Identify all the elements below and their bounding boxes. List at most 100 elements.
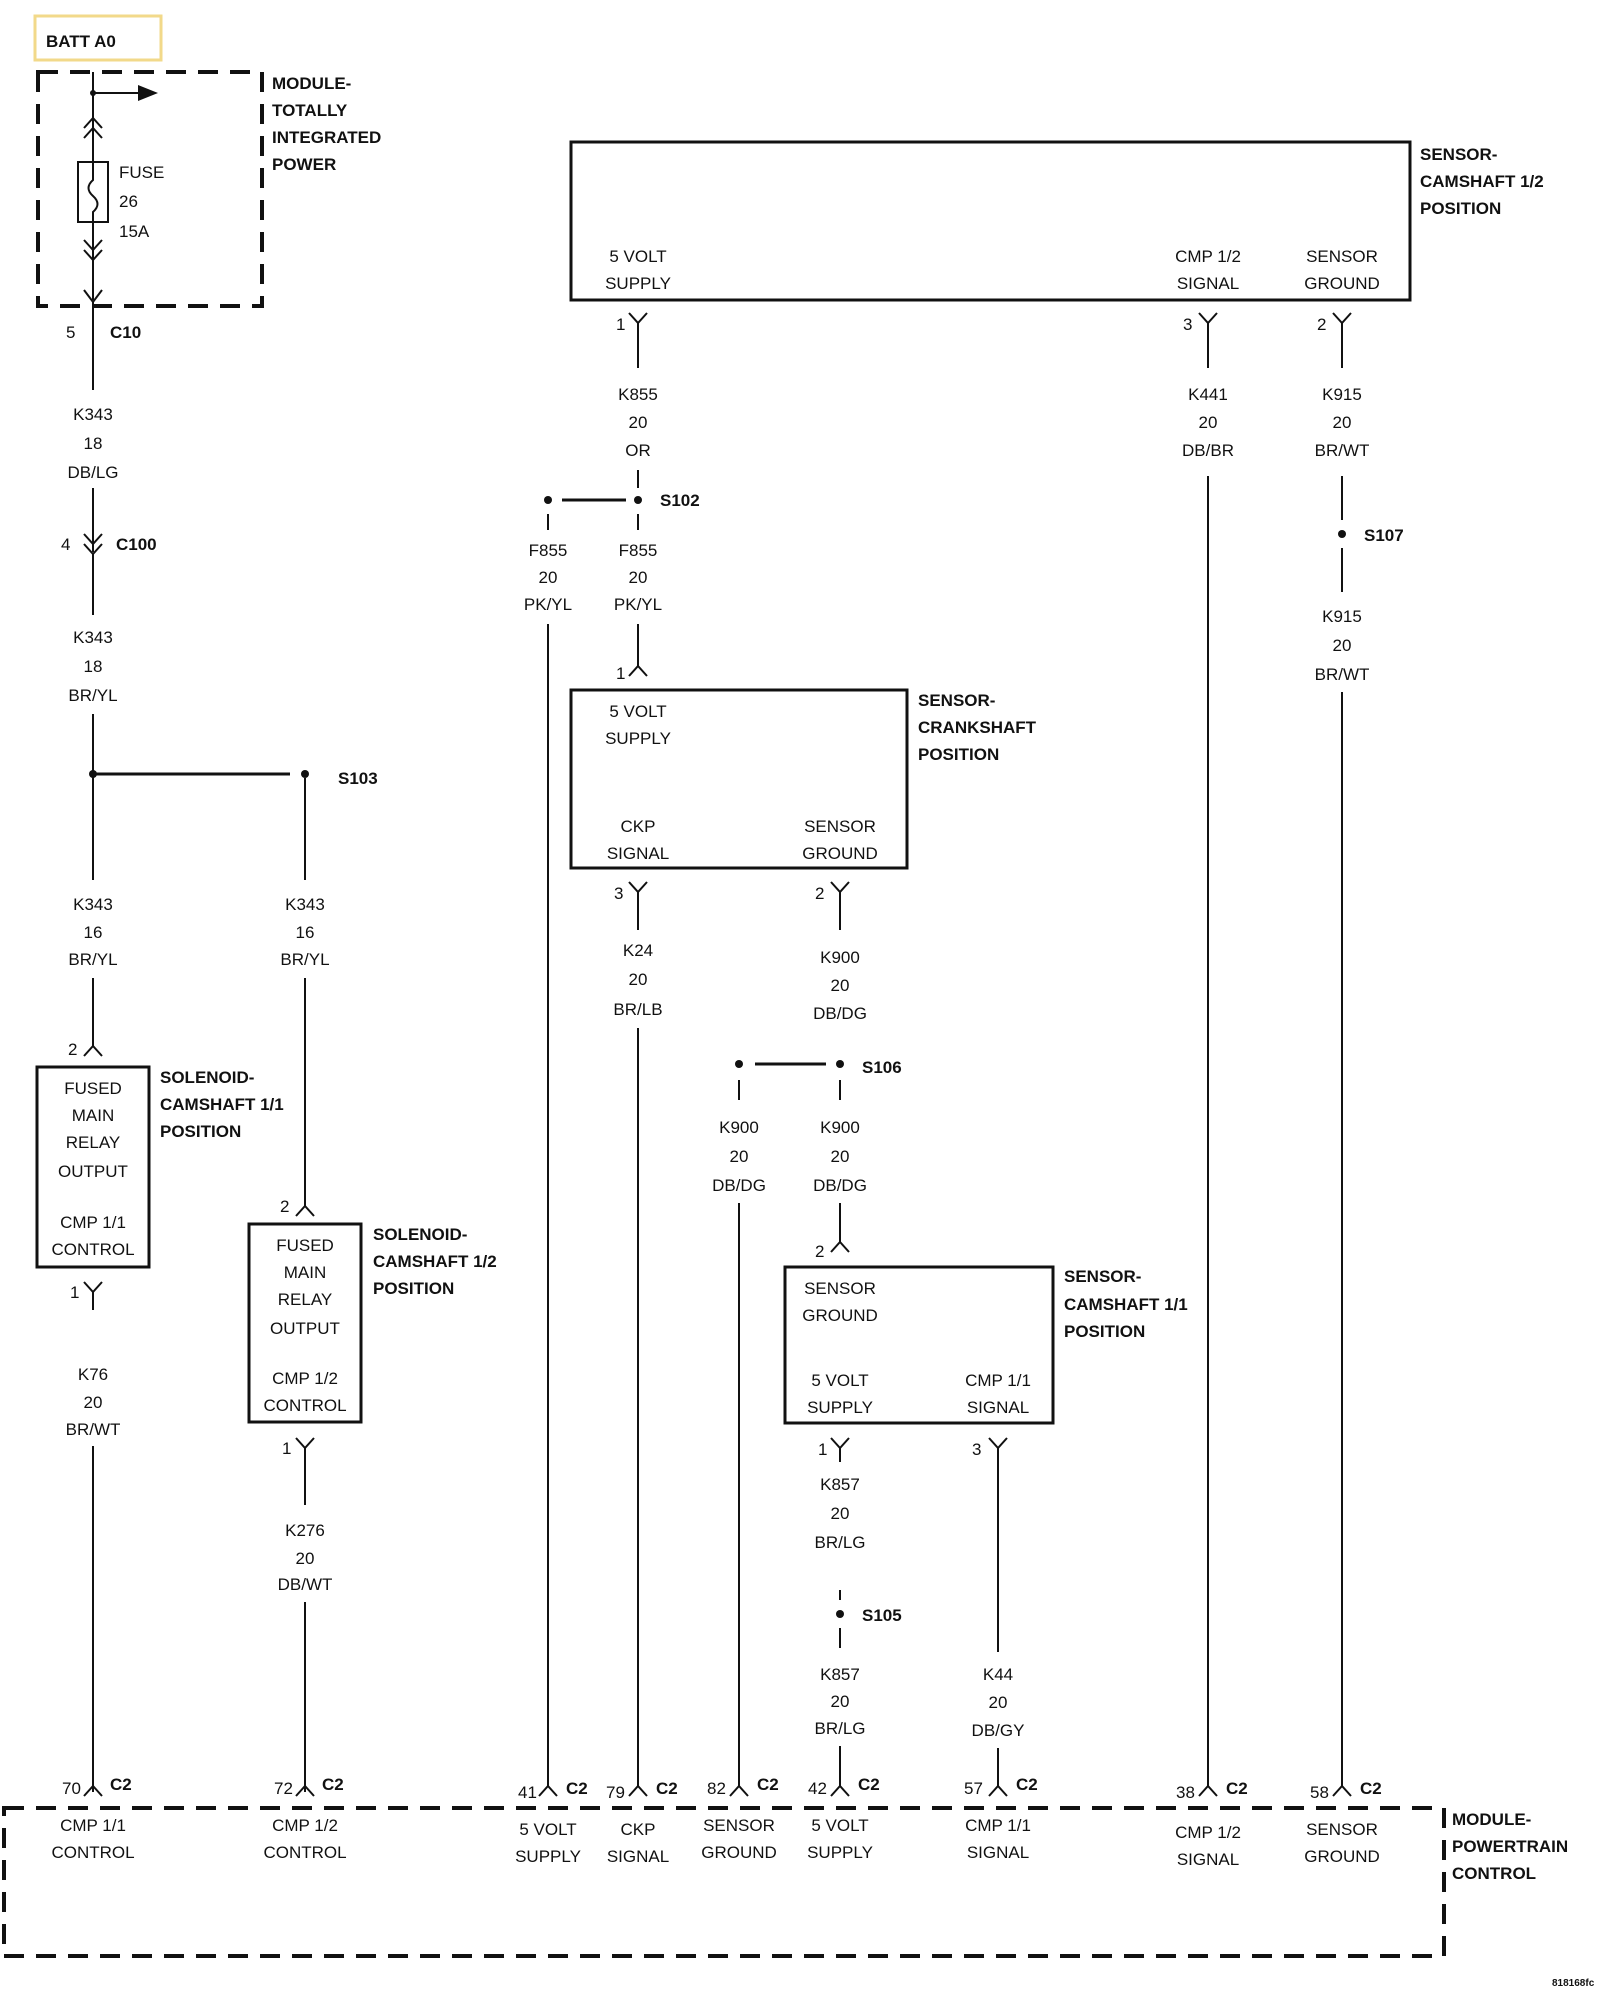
svg-text:1: 1 [616,664,625,683]
svg-text:BR/WT: BR/WT [1315,665,1370,684]
solenoid-camshaft-1-2-title: SOLENOID- CAMSHAFT 1/2 POSITION [373,1225,497,1298]
svg-text:5 VOLT: 5 VOLT [609,247,666,266]
svg-text:SENSOR-: SENSOR- [918,691,995,710]
svg-text:TOTALLY: TOTALLY [272,101,348,120]
svg-text:CONTROL: CONTROL [51,1843,134,1862]
svg-text:BR/LB: BR/LB [613,1000,662,1019]
svg-text:20: 20 [831,1504,850,1523]
svg-text:C10: C10 [110,323,141,342]
fuse-label: FUSE 26 15A [119,163,164,241]
svg-text:CRANKSHAFT: CRANKSHAFT [918,718,1037,737]
svg-text:CMP 1/1: CMP 1/1 [965,1816,1031,1835]
svg-text:C100: C100 [116,535,157,554]
svg-text:POSITION: POSITION [1420,199,1501,218]
svg-text:SIGNAL: SIGNAL [967,1843,1029,1862]
svg-text:S102: S102 [660,491,700,510]
svg-text:2: 2 [815,1242,824,1261]
wire-label-k343-c: K343 16 BR/YL [68,895,117,969]
svg-text:20: 20 [629,970,648,989]
sensor-crankshaft-pins: 5 VOLT SUPPLY CKP SIGNAL SENSOR GROUND [605,702,878,863]
svg-text:CONTROL: CONTROL [263,1396,346,1415]
svg-text:BR/YL: BR/YL [68,950,117,969]
svg-text:CAMSHAFT 1/2: CAMSHAFT 1/2 [1420,172,1544,191]
svg-text:20: 20 [629,413,648,432]
svg-text:3: 3 [972,1440,981,1459]
svg-text:DB/DG: DB/DG [813,1004,867,1023]
svg-text:SENSOR: SENSOR [804,817,876,836]
svg-text:MODULE-: MODULE- [272,74,351,93]
tipm-module-border [36,70,264,308]
wire-label-k857-a: K857 20 BR/LG [814,1475,865,1552]
svg-text:20: 20 [831,1147,850,1166]
svg-text:1: 1 [818,1440,827,1459]
svg-text:CMP 1/2: CMP 1/2 [1175,247,1241,266]
svg-text:PK/YL: PK/YL [524,595,572,614]
svg-text:20: 20 [831,976,850,995]
svg-text:BR/YL: BR/YL [280,950,329,969]
svg-text:K343: K343 [73,405,113,424]
svg-text:C2: C2 [1360,1779,1382,1798]
svg-text:K441: K441 [1188,385,1228,404]
svg-text:18: 18 [84,434,103,453]
svg-text:K343: K343 [285,895,325,914]
wire-label-k44: K44 20 DB/GY [972,1665,1025,1740]
svg-text:SIGNAL: SIGNAL [607,1847,669,1866]
svg-text:26: 26 [119,192,138,211]
svg-text:F855: F855 [619,541,658,560]
wire-label-k855: K855 20 OR [618,385,658,460]
svg-text:OUTPUT: OUTPUT [270,1319,340,1338]
svg-text:BR/YL: BR/YL [68,686,117,705]
svg-text:F855: F855 [529,541,568,560]
svg-text:K915: K915 [1322,385,1362,404]
svg-text:C2: C2 [322,1775,344,1794]
svg-text:S107: S107 [1364,526,1404,545]
figure-id: 818168fc [1552,1978,1595,1989]
svg-text:BR/WT: BR/WT [1315,441,1370,460]
svg-text:16: 16 [84,923,103,942]
wire-label-k900-c: K900 20 DB/DG [813,1118,867,1195]
svg-text:1: 1 [616,315,625,334]
svg-text:DB/WT: DB/WT [278,1575,333,1594]
splice-s102: S102 [544,491,700,510]
svg-text:MODULE-: MODULE- [1452,1810,1531,1829]
svg-text:GROUND: GROUND [701,1843,777,1862]
svg-text:PK/YL: PK/YL [614,595,662,614]
svg-text:POWERTRAIN: POWERTRAIN [1452,1837,1568,1856]
svg-text:RELAY: RELAY [278,1290,333,1309]
svg-text:GROUND: GROUND [1304,1847,1380,1866]
pcm-module-title: MODULE- POWERTRAIN CONTROL [1452,1810,1568,1883]
svg-text:FUSED: FUSED [64,1079,122,1098]
svg-text:POWER: POWER [272,155,336,174]
sensor-camshaft-1-1-pins: SENSOR GROUND 5 VOLT SUPPLY CMP 1/1 SIGN… [802,1279,1031,1417]
svg-text:41: 41 [518,1783,537,1802]
svg-text:SIGNAL: SIGNAL [967,1398,1029,1417]
svg-text:C2: C2 [1226,1779,1248,1798]
svg-text:57: 57 [964,1779,983,1798]
svg-text:5 VOLT: 5 VOLT [811,1816,868,1835]
svg-text:FUSED: FUSED [276,1236,334,1255]
solenoid-camshaft-1-2-box [247,1222,363,1424]
wire-label-k76: K76 20 BR/WT [66,1365,121,1439]
svg-text:K276: K276 [285,1521,325,1540]
splice-s107: S107 [1338,526,1404,545]
sensor-camshaft-1-2-pins: 5 VOLT SUPPLY CMP 1/2 SIGNAL SENSOR GROU… [605,247,1380,293]
svg-text:2: 2 [815,884,824,903]
svg-text:SOLENOID-: SOLENOID- [160,1068,254,1087]
svg-text:SUPPLY: SUPPLY [605,729,671,748]
svg-text:CMP 1/2: CMP 1/2 [272,1369,338,1388]
svg-text:POSITION: POSITION [918,745,999,764]
pcm-pin-labels: CMP 1/1 CONTROL CMP 1/2 CONTROL 5 VOLT S… [51,1816,1379,1869]
wire-label-k441: K441 20 DB/BR [1182,385,1234,460]
svg-text:CAMSHAFT 1/2: CAMSHAFT 1/2 [373,1252,497,1271]
wire-label-k343-a: K343 18 DB/LG [67,405,118,482]
svg-text:RELAY: RELAY [66,1133,121,1152]
svg-text:20: 20 [1199,413,1218,432]
batt-label: BATT A0 [46,32,116,51]
svg-text:CAMSHAFT 1/1: CAMSHAFT 1/1 [1064,1295,1188,1314]
svg-text:1: 1 [70,1283,79,1302]
svg-text:4: 4 [61,535,70,554]
svg-text:SUPPLY: SUPPLY [515,1847,581,1866]
splice-s105: S105 [836,1606,902,1625]
svg-text:CMP 1/2: CMP 1/2 [1175,1823,1241,1842]
svg-text:SENSOR: SENSOR [1306,1820,1378,1839]
